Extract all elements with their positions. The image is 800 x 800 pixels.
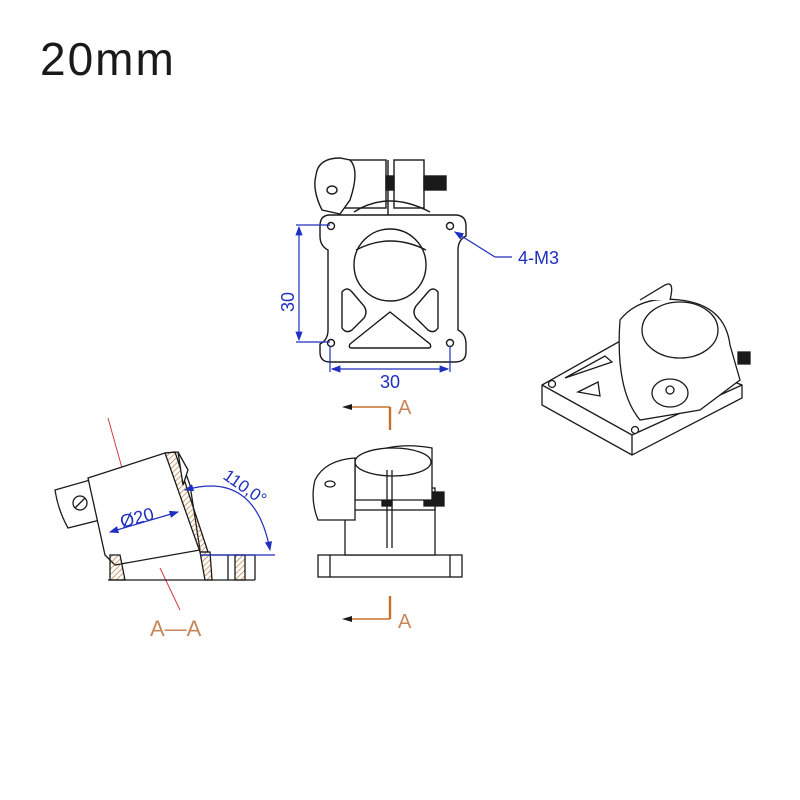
horizontal-dimension-label: 30 — [380, 372, 400, 392]
section-view — [54, 417, 256, 611]
size-title: 20mm — [40, 33, 176, 85]
side-view — [312, 445, 463, 578]
section-label: A—A — [150, 616, 202, 641]
vertical-dimension-label: 30 — [278, 292, 298, 312]
angle-label: 110,0° — [220, 466, 270, 509]
section-marker-bottom — [342, 596, 392, 622]
front-view — [314, 157, 467, 363]
section-marker-top-label: A — [398, 397, 412, 419]
front-view-dimensions — [295, 224, 512, 373]
hole-callout-label: 4-M3 — [518, 248, 559, 268]
section-marker-top — [342, 404, 392, 430]
section-dimensions — [108, 484, 275, 556]
section-marker-bottom-label: A — [398, 611, 412, 633]
isometric-view — [541, 283, 751, 456]
